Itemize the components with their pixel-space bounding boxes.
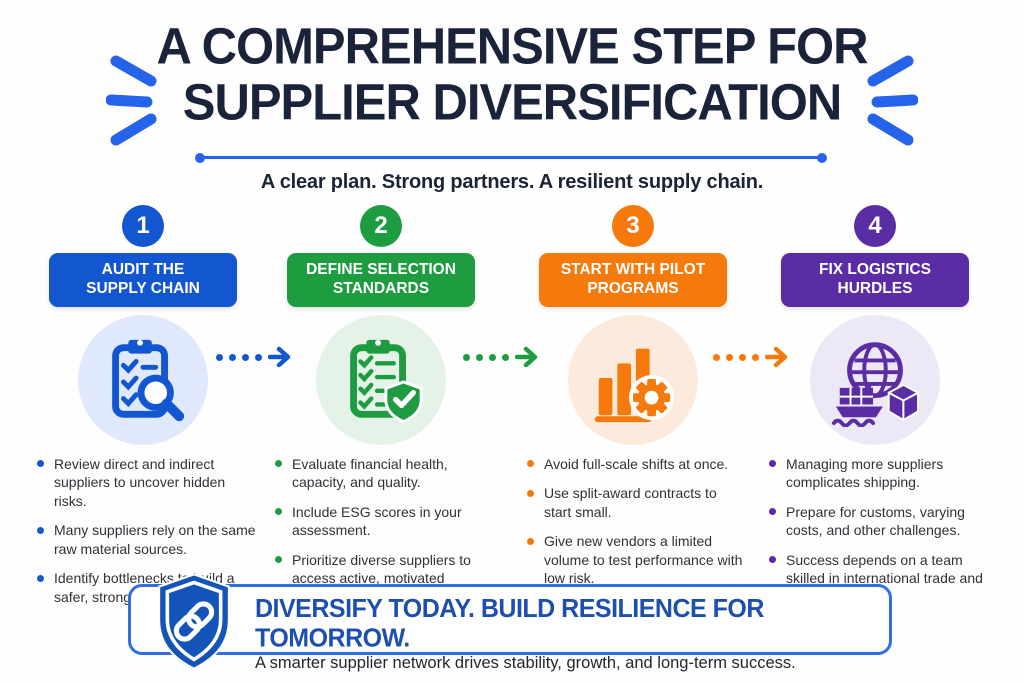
barchart-gear-icon xyxy=(594,348,675,422)
bullet-item: Review direct and indirect suppliers to … xyxy=(37,455,257,510)
clipboard-shield-icon xyxy=(350,339,423,423)
banner-headline: DIVERSIFY TODAY. BUILD RESILIENCE FOR TO… xyxy=(255,593,764,653)
step-number-badge: 3 xyxy=(612,205,654,247)
step-title-line: HURDLES xyxy=(837,280,913,298)
step-bullet-list: Review direct and indirect suppliers to … xyxy=(37,455,257,606)
bullet-item: Include ESG scores in your assessment. xyxy=(275,503,495,540)
page-title: A COMPREHENSIVE STEP FOR SUPPLIER DIVERS… xyxy=(0,18,1024,132)
step-title: AUDIT THE SUPPLY CHAIN xyxy=(49,253,237,307)
bullet-item: Give new vendors a limited volume to tes… xyxy=(527,532,747,587)
step-number-badge: 2 xyxy=(360,205,402,247)
footer-banner: DIVERSIFY TODAY. BUILD RESILIENCE FOR TO… xyxy=(128,573,892,672)
step-title-line: SUPPLY CHAIN xyxy=(86,280,200,298)
banner-text: DIVERSIFY TODAY. BUILD RESILIENCE FOR TO… xyxy=(255,587,889,673)
step-column-define-selection-standards: 2 DEFINE SELECTION STANDARDS Evaluat xyxy=(263,205,499,617)
step-bullet-list: Managing more suppliers complicates ship… xyxy=(769,455,989,606)
step-title-line: PROGRAMS xyxy=(587,280,679,298)
subtitle: A clear plan. Strong partners. A resilie… xyxy=(260,171,764,193)
globe-shipping-icon xyxy=(831,342,920,427)
bullet-item: Many suppliers rely on the same raw mate… xyxy=(37,521,257,558)
step-column-fix-logistics-hurdles: 4 FIX LOGISTICS HURDLES xyxy=(757,205,993,617)
step-title: DEFINE SELECTION STANDARDS xyxy=(287,253,475,307)
title-line-2: SUPPLIER DIVERSIFICATION xyxy=(182,74,842,132)
dotted-arrow-icon xyxy=(216,346,294,368)
arrow-head-icon xyxy=(765,346,788,368)
title-line-1: A COMPREHENSIVE STEP FOR xyxy=(156,18,868,75)
bullet-item: Prepare for customs, varying costs, and … xyxy=(769,503,989,540)
dotted-arrow-icon xyxy=(713,346,791,368)
title-divider xyxy=(195,153,827,163)
step-number-badge: 1 xyxy=(122,205,164,247)
step-title: START WITH PILOT PROGRAMS xyxy=(539,253,727,307)
bullet-item: Avoid full-scale shifts at once. xyxy=(527,455,747,473)
step-title-line: DEFINE SELECTION xyxy=(306,261,456,278)
burst-lines-right-icon xyxy=(867,55,918,146)
banner-subtext: A smarter supplier network drives stabil… xyxy=(255,654,796,672)
step-icon-circle xyxy=(568,314,698,445)
step-title-line: STANDARDS xyxy=(332,280,430,298)
clipboard-magnifier-icon xyxy=(112,339,185,421)
dotted-arrow-icon xyxy=(463,346,541,368)
step-title-line: AUDIT THE xyxy=(101,261,185,278)
step-title-line: START WITH PILOT xyxy=(560,261,706,278)
step-title: FIX LOGISTICS HURDLES xyxy=(781,253,969,307)
step-icon-circle xyxy=(810,314,940,445)
burst-lines-left-icon xyxy=(106,55,157,146)
step-column-start-pilot-programs: 3 START WITH PILOT PROGRAMS xyxy=(515,205,751,599)
bullet-item: Evaluate financial health, capacity, and… xyxy=(275,455,495,492)
step-bullet-list: Avoid full-scale shifts at once. Use spl… xyxy=(527,455,747,588)
arrow-head-icon xyxy=(515,346,538,368)
step-title-line: FIX LOGISTICS xyxy=(819,261,931,278)
step-column-audit-supply-chain: 1 AUDIT THE SUPPLY CHAIN Review direct a… xyxy=(25,205,261,617)
bullet-item: Managing more suppliers complicates ship… xyxy=(769,455,989,492)
step-icon-circle xyxy=(78,314,208,445)
shield-chain-icon xyxy=(158,573,230,670)
step-icon-circle xyxy=(316,314,446,445)
bullet-item: Use split-award contracts to start small… xyxy=(527,484,747,521)
step-number-badge: 4 xyxy=(854,205,896,247)
arrow-head-icon xyxy=(268,346,291,368)
